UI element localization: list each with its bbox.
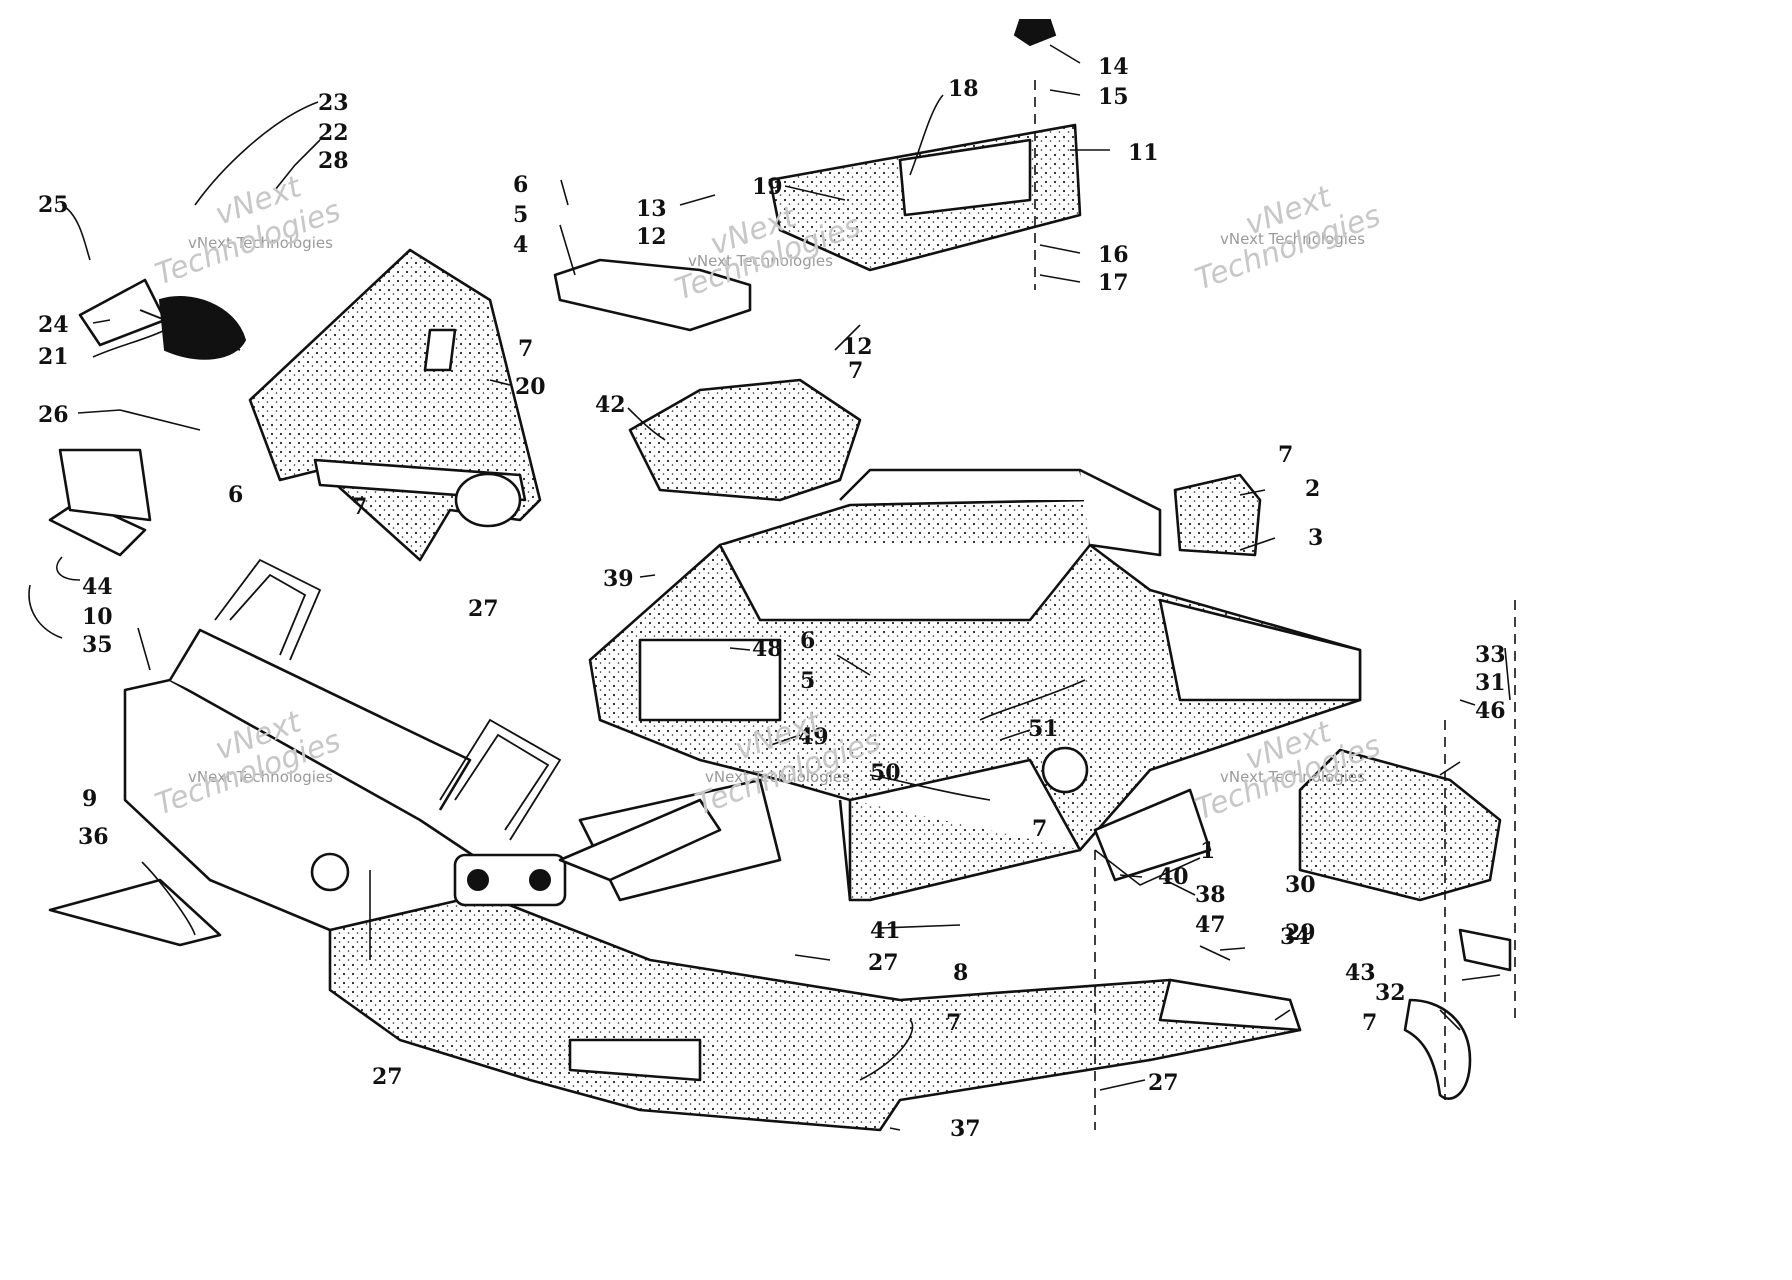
callout-44: 44 bbox=[82, 574, 113, 600]
callout-5: 5 bbox=[513, 202, 528, 228]
callout-48: 48 bbox=[752, 636, 783, 662]
callout-41: 41 bbox=[870, 918, 901, 944]
callout-29: 29 bbox=[1285, 920, 1316, 946]
callout-8: 8 bbox=[953, 960, 968, 986]
callout-47: 47 bbox=[1195, 912, 1226, 938]
callout-24: 24 bbox=[38, 312, 69, 338]
callout-15: 15 bbox=[1098, 84, 1129, 110]
callout-14: 14 bbox=[1098, 54, 1129, 80]
watermark-name: vNext Technologies bbox=[1220, 768, 1365, 786]
callout-3: 3 bbox=[1308, 525, 1323, 551]
main-frame bbox=[588, 468, 1362, 902]
callout-32: 32 bbox=[1375, 980, 1406, 1006]
leader-lines bbox=[28, 44, 1511, 1131]
callout-33: 33 bbox=[1475, 642, 1506, 668]
callout-6c: 6 bbox=[800, 628, 815, 654]
callout-26: 26 bbox=[38, 402, 69, 428]
callout-43: 43 bbox=[1345, 960, 1376, 986]
callout-numbers: 1 2 3 4 5 5 6 6 6 7 7 7 7 7 7 7 8 9 10 1… bbox=[38, 54, 1506, 1142]
air-intake bbox=[78, 278, 247, 360]
callout-7g: 7 bbox=[1362, 1010, 1377, 1036]
callout-22: 22 bbox=[318, 120, 349, 146]
callout-23: 23 bbox=[318, 90, 349, 116]
console bbox=[248, 248, 542, 562]
watermark-name: vNext Technologies bbox=[705, 768, 850, 786]
callout-39: 39 bbox=[603, 566, 634, 592]
callout-20: 20 bbox=[515, 374, 546, 400]
callout-27b: 27 bbox=[868, 950, 899, 976]
callout-34: 34 bbox=[1280, 924, 1311, 950]
callout-13: 13 bbox=[636, 196, 667, 222]
belly-pan bbox=[328, 868, 1302, 1132]
callout-11: 11 bbox=[1128, 140, 1159, 166]
callout-51: 51 bbox=[1028, 716, 1059, 742]
callout-7e: 7 bbox=[1032, 816, 1047, 842]
callout-7f: 7 bbox=[946, 1010, 961, 1036]
callout-40: 40 bbox=[1158, 864, 1189, 890]
callout-6b: 6 bbox=[228, 482, 243, 508]
callout-38: 38 bbox=[1195, 882, 1226, 908]
callout-35: 35 bbox=[82, 632, 113, 658]
watermark-name: vNext Technologies bbox=[1220, 230, 1365, 248]
callout-17: 17 bbox=[1098, 270, 1129, 296]
callout-18: 18 bbox=[948, 76, 979, 102]
watermark-name: vNext Technologies bbox=[188, 234, 333, 252]
callout-31: 31 bbox=[1475, 670, 1506, 696]
callout-25: 25 bbox=[38, 192, 69, 218]
brackets bbox=[48, 19, 1512, 1100]
callout-50: 50 bbox=[870, 760, 901, 786]
callout-7b: 7 bbox=[848, 358, 863, 384]
callout-12a: 12 bbox=[636, 224, 667, 250]
watermark-name: vNext Technologies bbox=[688, 252, 833, 270]
callout-2: 2 bbox=[1305, 476, 1320, 502]
callout-21: 21 bbox=[38, 344, 69, 370]
callout-9: 9 bbox=[82, 786, 97, 812]
callout-1: 1 bbox=[1200, 838, 1215, 864]
callout-49: 49 bbox=[798, 724, 829, 750]
callout-28: 28 bbox=[318, 148, 349, 174]
callout-10: 10 bbox=[82, 604, 113, 630]
callout-4: 4 bbox=[513, 232, 528, 258]
callout-12b: 12 bbox=[842, 334, 873, 360]
callout-30: 30 bbox=[1285, 872, 1316, 898]
front-bumper bbox=[123, 558, 782, 932]
callout-27d: 27 bbox=[1148, 1070, 1179, 1096]
callout-7a: 7 bbox=[518, 336, 533, 362]
callout-5b: 5 bbox=[800, 668, 815, 694]
callout-37: 37 bbox=[950, 1116, 981, 1142]
callout-46: 46 bbox=[1475, 698, 1506, 724]
axis-lines bbox=[1034, 80, 1516, 1130]
callout-36: 36 bbox=[78, 824, 109, 850]
callout-19: 19 bbox=[752, 174, 783, 200]
callout-27a: 27 bbox=[468, 596, 499, 622]
callout-27c: 27 bbox=[372, 1064, 403, 1090]
watermark-name: vNext Technologies bbox=[188, 768, 333, 786]
callout-16: 16 bbox=[1098, 242, 1129, 268]
callout-6: 6 bbox=[513, 172, 528, 198]
callout-42: 42 bbox=[595, 392, 626, 418]
callout-7c: 7 bbox=[352, 494, 367, 520]
callout-7d: 7 bbox=[1278, 442, 1293, 468]
